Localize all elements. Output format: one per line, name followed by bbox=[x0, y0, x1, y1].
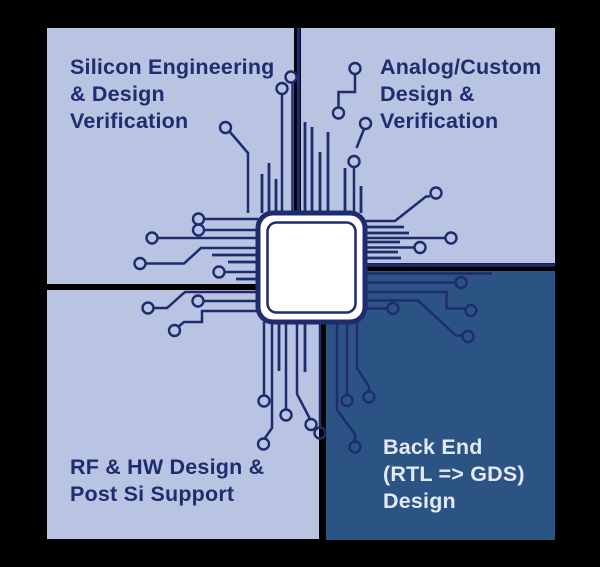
label-line: Design & bbox=[380, 82, 475, 106]
label-line: Verification bbox=[380, 109, 499, 133]
label-line: Back End bbox=[383, 435, 483, 459]
quadrant-label-analog-custom: Analog/Custom Design & Verification bbox=[380, 54, 541, 135]
quadrant-label-back-end: Back End (RTL => GDS) Design bbox=[383, 434, 525, 515]
quadrant-label-rf-hw-design: RF & HW Design & Post Si Support bbox=[70, 454, 264, 508]
quadrant-back-end: Back End (RTL => GDS) Design bbox=[326, 271, 555, 540]
quadrant-label-silicon-engineering: Silicon Engineering & Design Verificatio… bbox=[70, 54, 275, 135]
quadrant-silicon-engineering: Silicon Engineering & Design Verificatio… bbox=[47, 28, 294, 284]
quadrant-rf-hw-design: RF & HW Design & Post Si Support bbox=[47, 290, 319, 539]
quadrant-analog-custom: Analog/Custom Design & Verification bbox=[301, 28, 555, 263]
label-line: RF & HW Design & bbox=[70, 455, 265, 479]
label-line: Design bbox=[383, 489, 456, 513]
label-line: Post Si Support bbox=[70, 482, 235, 506]
label-line: Silicon Engineering bbox=[70, 55, 275, 79]
label-line: Analog/Custom bbox=[380, 55, 542, 79]
label-line: & Design bbox=[70, 82, 165, 106]
label-line: Verification bbox=[70, 109, 189, 133]
label-line: (RTL => GDS) bbox=[383, 462, 525, 486]
